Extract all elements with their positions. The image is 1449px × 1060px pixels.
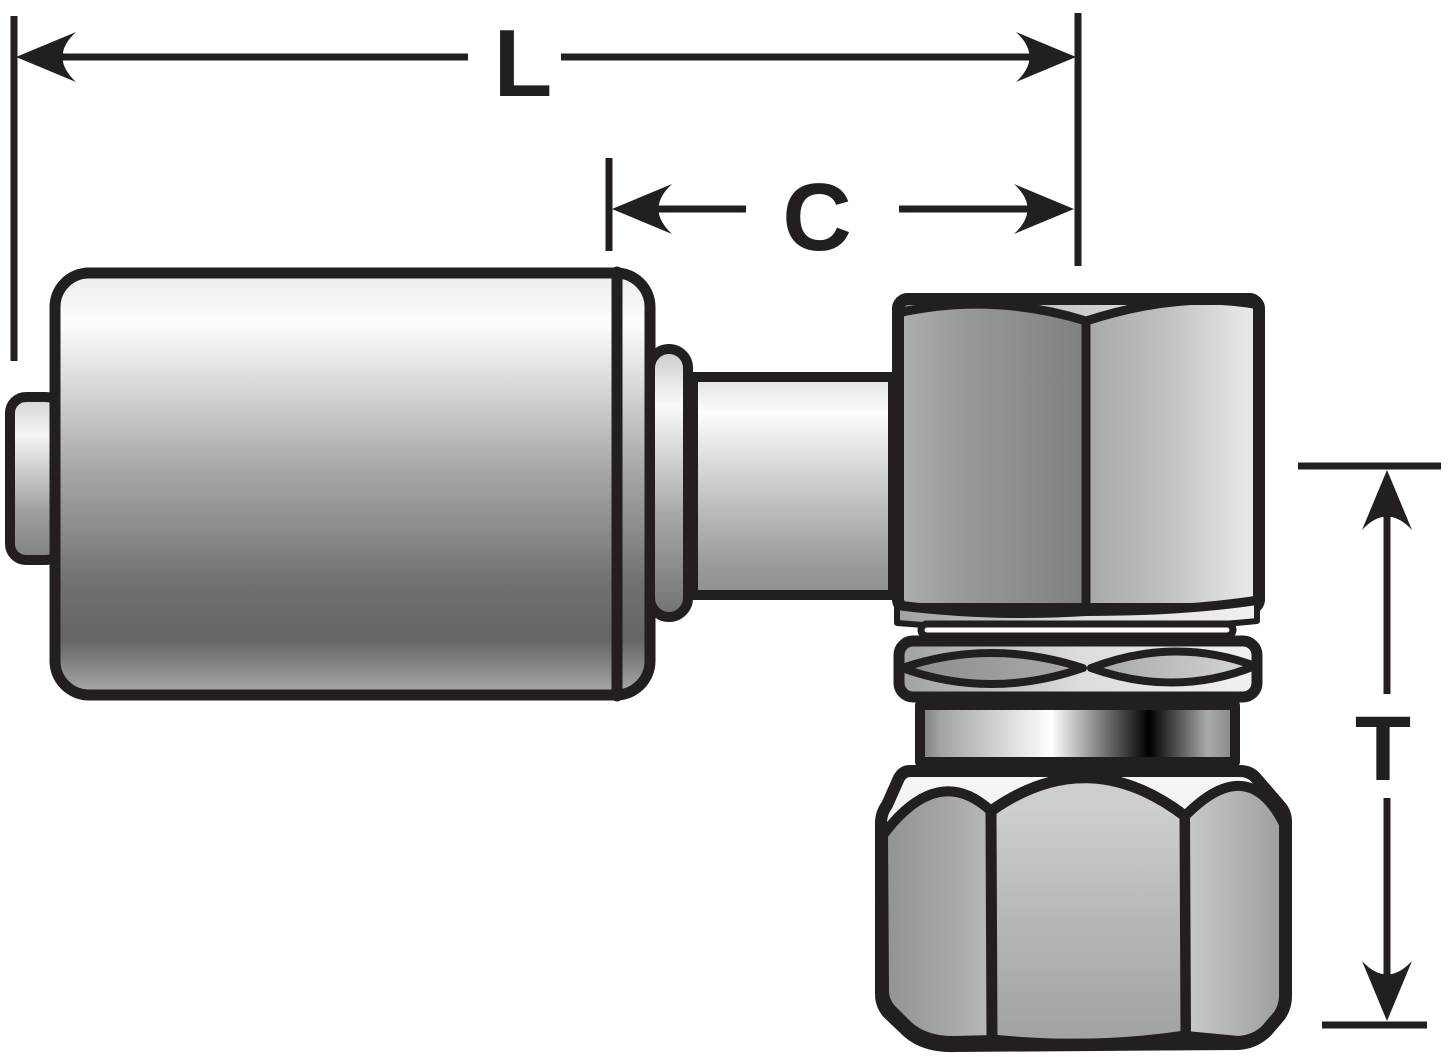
dim-l-arrow-right xyxy=(1016,32,1076,82)
elbow-body xyxy=(892,293,1265,632)
dimension-l: L xyxy=(10,10,1082,361)
jam-nut-facet-left xyxy=(898,649,1087,688)
swivel-nut xyxy=(875,765,1292,1053)
elbow-facet-right xyxy=(1081,295,1264,616)
dim-t-label: T xyxy=(1355,698,1411,800)
dim-c-label: C xyxy=(782,164,851,271)
dim-c-arrow-right xyxy=(1014,184,1074,234)
nipple-tube xyxy=(688,372,898,600)
dim-t-arrow-up xyxy=(1362,470,1412,530)
dimension-t: T xyxy=(1298,462,1441,1029)
elbow-facet-left xyxy=(893,299,1091,618)
dim-c-arrow-left xyxy=(612,184,672,234)
swivel-neck xyxy=(915,700,1240,767)
dim-l-arrow-left xyxy=(16,32,76,82)
jam-nut-facet-right xyxy=(1087,647,1259,687)
dimension-c: C xyxy=(605,158,1074,271)
dim-l-label: L xyxy=(494,10,553,117)
swivel-nut-facet-center xyxy=(985,772,1192,1050)
swivel-nut-facet-right xyxy=(1180,780,1289,1046)
swivel-nut-facet-left xyxy=(878,786,997,1047)
collar-ring xyxy=(645,344,693,622)
ferrule-shell xyxy=(49,267,656,701)
dim-t-arrow-down xyxy=(1362,961,1412,1021)
elbow-outline xyxy=(892,293,1265,615)
hose-fitting-illustration xyxy=(5,266,1292,1053)
jam-nut xyxy=(893,635,1263,703)
washer-ring xyxy=(917,620,1237,640)
